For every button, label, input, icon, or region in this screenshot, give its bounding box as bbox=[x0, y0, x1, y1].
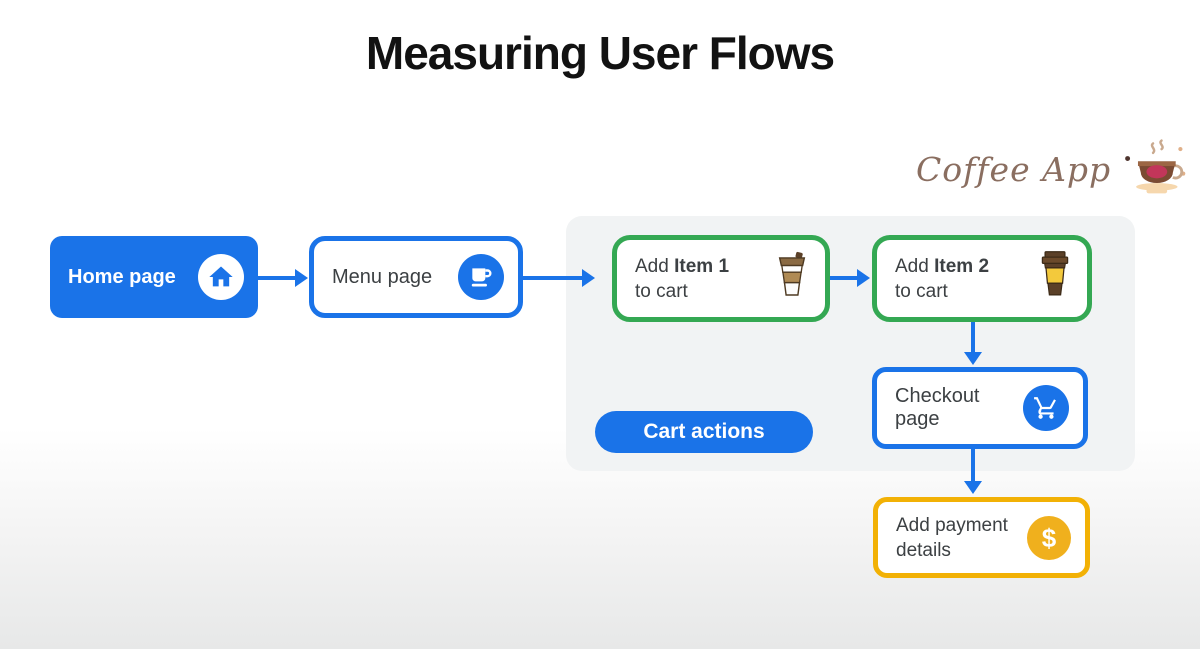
home-icon bbox=[198, 254, 244, 300]
brand: Coffee App bbox=[916, 136, 1187, 203]
coffee-mug-icon bbox=[458, 254, 504, 300]
coffee-logo-icon bbox=[1121, 136, 1187, 203]
page-title: Measuring User Flows bbox=[365, 27, 835, 79]
node-checkout-page: Checkout page bbox=[872, 367, 1088, 449]
cart-actions-badge: Cart actions bbox=[595, 411, 813, 453]
node-add-item-1-label: Add Item 1 to cart bbox=[635, 255, 730, 302]
arrow-item1-to-item2 bbox=[830, 269, 870, 287]
node-menu-page: Menu page bbox=[309, 236, 523, 318]
arrow-item2-to-checkout bbox=[964, 322, 982, 365]
arrow-menu-to-item1 bbox=[523, 269, 595, 287]
shopping-cart-icon bbox=[1023, 385, 1069, 431]
node-menu-page-label: Menu page bbox=[332, 265, 433, 288]
node-add-payment-details: Add payment details $ bbox=[873, 497, 1090, 578]
node-add-item-2: Add Item 2 to cart bbox=[872, 235, 1092, 322]
node-home-page-label: Home page bbox=[68, 265, 176, 288]
node-add-payment-details-label: Add payment details bbox=[896, 514, 1008, 561]
arrow-home-to-menu bbox=[258, 269, 308, 287]
arrow-checkout-to-payment bbox=[964, 449, 982, 494]
node-add-item-1: Add Item 1 to cart bbox=[612, 235, 830, 322]
cart-actions-label: Cart actions bbox=[643, 420, 765, 443]
brand-name: Coffee App bbox=[916, 150, 1112, 189]
node-home-page: Home page bbox=[50, 236, 258, 318]
takeaway-cup-icon bbox=[773, 251, 811, 306]
node-add-item-2-label: Add Item 2 to cart bbox=[895, 255, 990, 302]
node-checkout-page-label: Checkout page bbox=[895, 385, 980, 430]
dollar-icon: $ bbox=[1027, 515, 1071, 560]
takeaway-cup-large-icon bbox=[1037, 250, 1073, 307]
